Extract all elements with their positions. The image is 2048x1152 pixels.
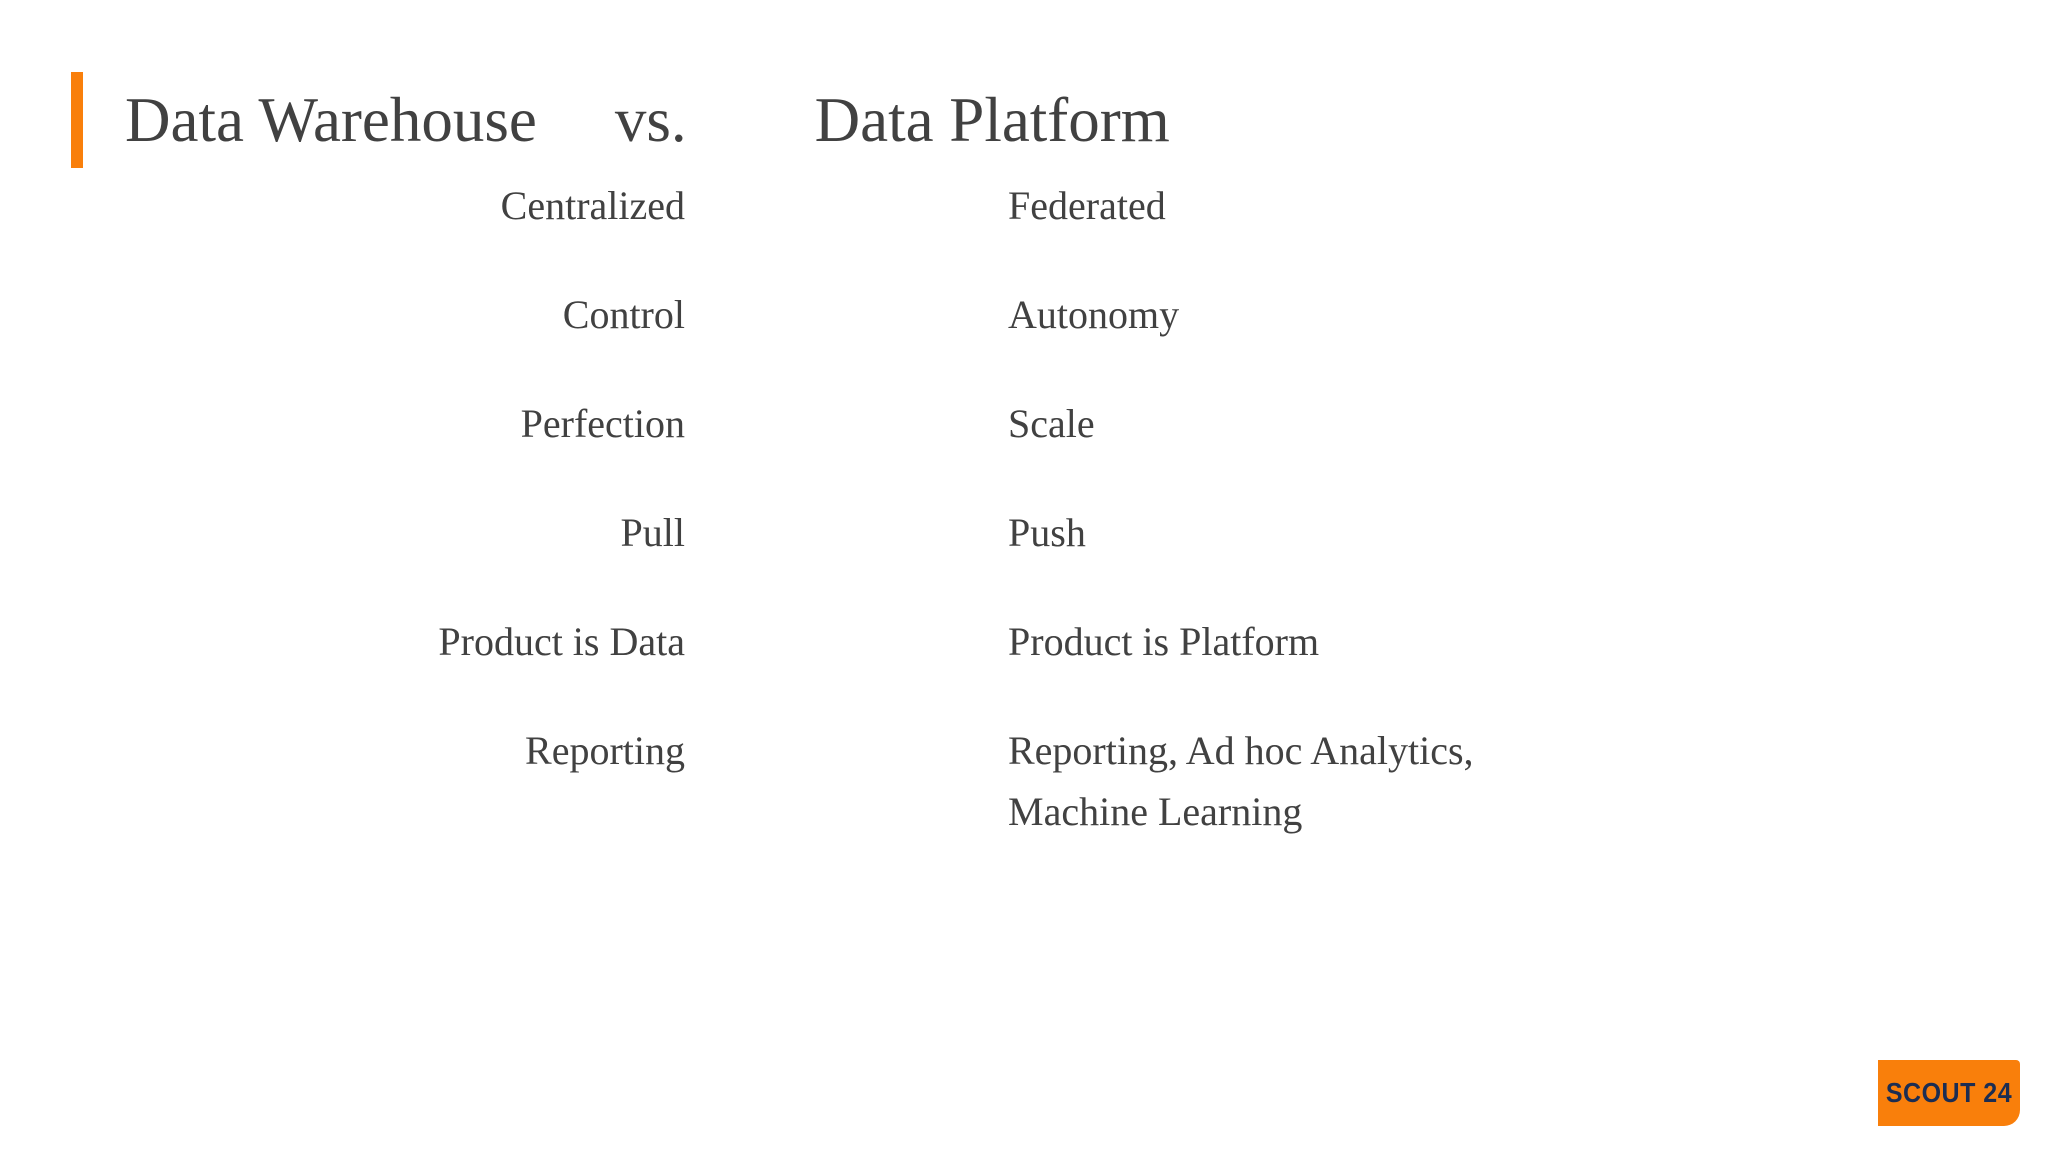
row-right-line: Reporting, Ad hoc Analytics, [1008,728,1474,773]
row-left-value: Control [562,292,685,337]
page-title: Data Warehouse vs. Data Platform [125,84,1170,155]
row-right-value: Product is Platform [1008,611,2048,672]
row-right-line: Federated [1008,183,1166,228]
scout24-logo: SCOUT 24 [1878,1060,2020,1126]
table-row: Centralized Federated [0,175,2048,284]
row-left-value: Pull [620,510,685,555]
row-right-line: Scale [1008,401,1095,446]
row-right-value: Reporting, Ad hoc Analytics, Machine Lea… [1008,720,2048,842]
row-right-value: Push [1008,502,2048,563]
scout24-logo-text: SCOUT 24 [1885,1077,2013,1108]
title-accent-bar [71,72,83,168]
row-left-value: Reporting [525,728,685,773]
row-right-line: Autonomy [1008,292,1180,337]
title-left-term: Data Warehouse [125,84,537,155]
row-right-value: Federated [1008,175,2048,236]
row-left-value: Centralized [500,183,685,228]
comparison-table: Centralized Federated Control Autonomy P… [0,175,2048,842]
table-row: Reporting Reporting, Ad hoc Analytics, M… [0,720,2048,842]
row-right-line: Push [1008,510,1086,555]
title-separator: vs. [614,84,687,155]
row-left-value: Perfection [520,401,685,446]
slide-title-block: Data Warehouse vs. Data Platform [71,72,1170,168]
table-row: Perfection Scale [0,393,2048,502]
table-row: Product is Data Product is Platform [0,611,2048,720]
row-left-value: Product is Data [438,619,685,664]
row-right-line: Machine Learning [1008,789,1303,834]
row-right-value: Scale [1008,393,2048,454]
table-row: Control Autonomy [0,284,2048,393]
table-row: Pull Push [0,502,2048,611]
title-right-term: Data Platform [814,84,1170,155]
row-right-line: Product is Platform [1008,619,1320,664]
row-right-value: Autonomy [1008,284,2048,345]
